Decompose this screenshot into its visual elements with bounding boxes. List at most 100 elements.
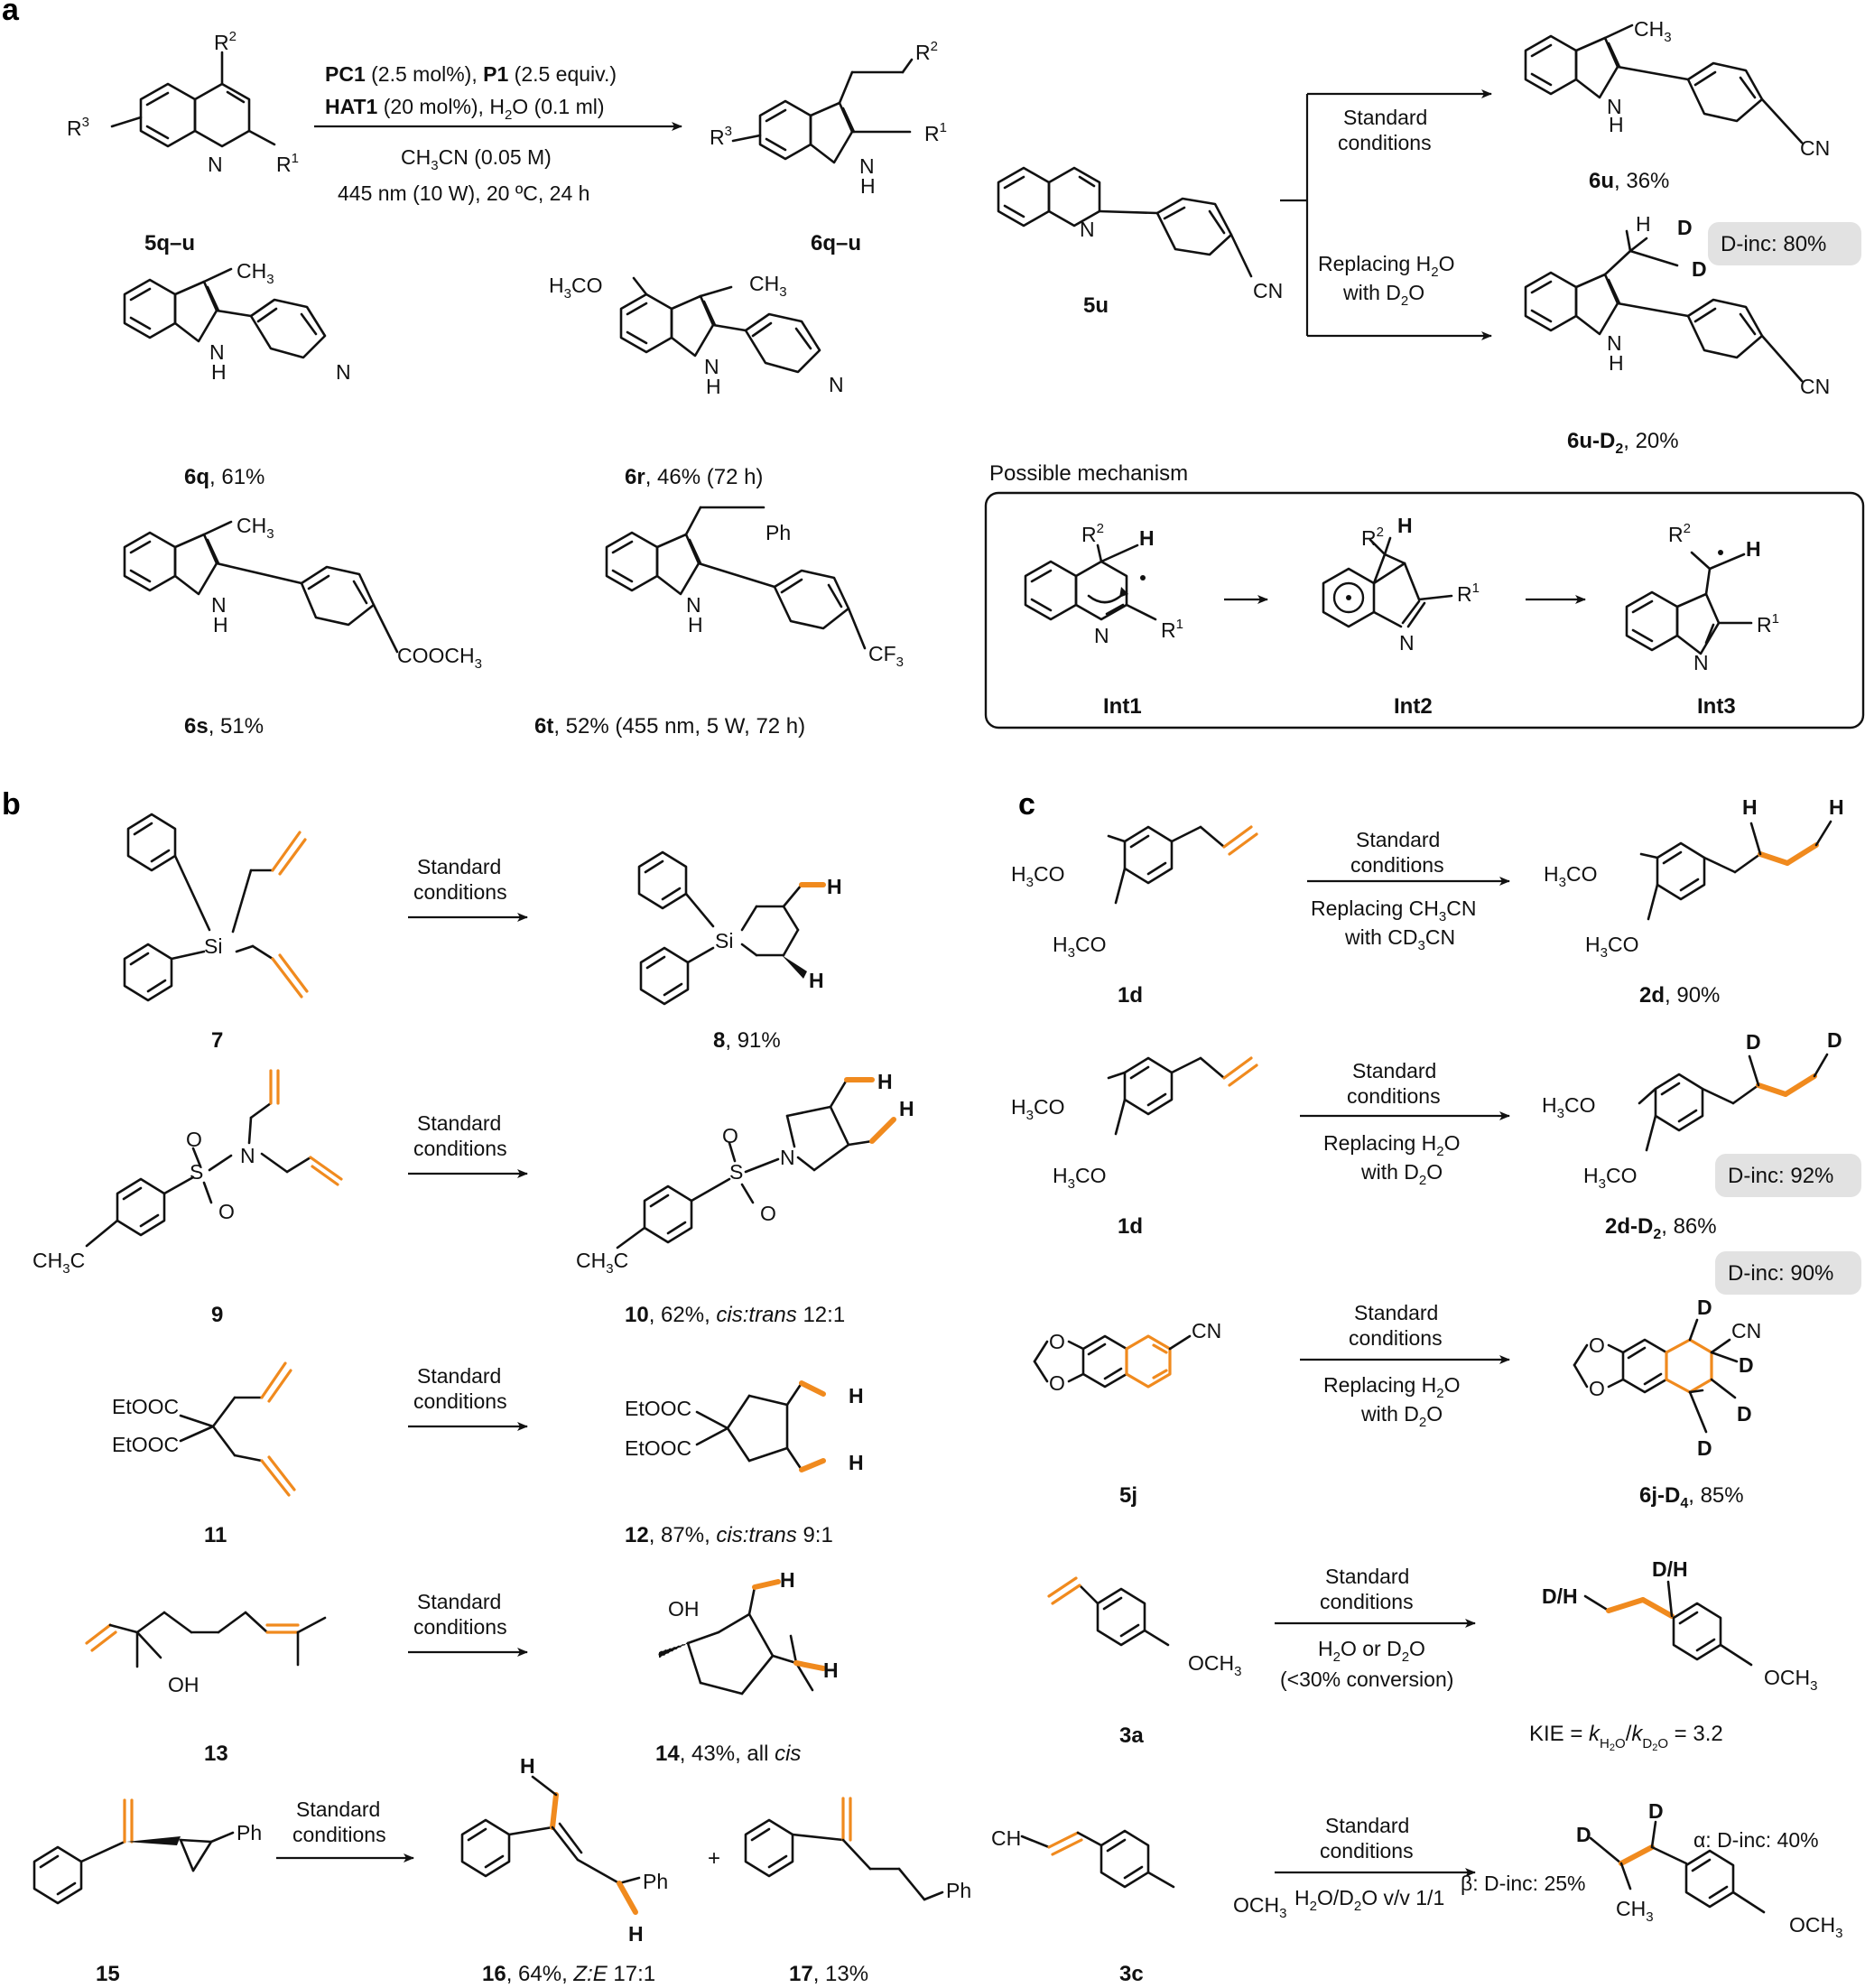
svg-text:H: H <box>1139 526 1155 550</box>
svg-text:with CD3CN: with CD3CN <box>1344 925 1455 953</box>
svg-text:O: O <box>1589 1377 1605 1400</box>
svg-text:Replacing H2O: Replacing H2O <box>1318 252 1455 280</box>
svg-text:H2O or D2O: H2O or D2O <box>1318 1637 1425 1665</box>
label-5q-u: 5q–u <box>144 231 195 255</box>
svg-text:N: N <box>209 340 225 364</box>
svg-text:conditions: conditions <box>1320 1839 1414 1863</box>
svg-text:R2: R2 <box>1361 525 1384 550</box>
label-13: 13 <box>204 1742 228 1766</box>
svg-text:D: D <box>1692 257 1707 281</box>
svg-text:H: H <box>860 174 876 198</box>
svg-text:S: S <box>190 1160 203 1184</box>
compound-5u: N CN <box>997 166 1283 302</box>
label-11: 11 <box>204 1523 227 1547</box>
label-17: 17, 13% <box>789 1962 868 1986</box>
r2-label: R2 <box>214 29 237 54</box>
svg-text:N: N <box>336 360 351 384</box>
svg-text:OH: OH <box>668 1597 700 1621</box>
svg-text:H: H <box>780 1568 795 1592</box>
label-6j-d4: 6j-D4, 85% <box>1639 1483 1744 1511</box>
svg-text:O: O <box>218 1200 235 1223</box>
compound-14: OH H H <box>658 1568 839 1695</box>
label-int1: Int1 <box>1103 694 1142 719</box>
svg-text:CN: CN <box>1731 1319 1761 1342</box>
svg-text:CN: CN <box>1192 1319 1221 1342</box>
svg-text:OCH3: OCH3 <box>1789 1913 1842 1941</box>
svg-text:H: H <box>1829 795 1844 819</box>
svg-text:H: H <box>1746 537 1761 561</box>
svg-text:N: N <box>211 593 227 617</box>
label-6t: 6t, 52% (455 nm, 5 W, 72 h) <box>534 714 805 739</box>
label-1d-a: 1d <box>1118 983 1143 1008</box>
compound-11: EtOOC EtOOC <box>112 1361 296 1497</box>
beta-label: β: D-inc: 25% <box>1461 1872 1586 1895</box>
label-6u: 6u, 36% <box>1589 169 1669 193</box>
label-3a: 3a <box>1119 1723 1144 1748</box>
svg-text:N: N <box>1094 624 1109 647</box>
svg-text:D: D <box>1697 1296 1712 1319</box>
label-12: 12, 87%, cis:trans 9:1 <box>625 1523 833 1547</box>
svg-text:R1: R1 <box>1457 581 1480 606</box>
svg-text:N: N <box>829 373 844 396</box>
svg-text:OCH3: OCH3 <box>1764 1666 1817 1694</box>
compound-6u: CH3 N H CN <box>1524 17 1830 160</box>
mechanism-box <box>984 491 1865 729</box>
svg-text:PC1 (2.5 mol%), P1 (2.5 equiv.: PC1 (2.5 mol%), P1 (2.5 equiv.) <box>325 62 617 86</box>
svg-text:EtOOC: EtOOC <box>625 1397 691 1420</box>
compound-16: H Ph H <box>460 1754 668 1946</box>
svg-text:H3CO: H3CO <box>1542 1093 1595 1121</box>
svg-text:D/H: D/H <box>1542 1584 1578 1608</box>
svg-text:OCH3: OCH3 <box>1188 1651 1241 1679</box>
label-8: 8, 91% <box>713 1028 781 1053</box>
svg-text:H: H <box>520 1754 535 1778</box>
svg-text:O: O <box>186 1128 202 1151</box>
compound-6j-d4: O O D CN D D D <box>1573 1296 1761 1460</box>
svg-text:CH3: CH3 <box>237 259 274 287</box>
label-5u: 5u <box>1083 293 1109 318</box>
svg-text:D: D <box>1697 1436 1712 1460</box>
svg-text:N: N <box>1399 631 1415 655</box>
badge-2d-d2 <box>1715 1154 1861 1197</box>
compound-17: Ph <box>744 1797 971 1902</box>
svg-text:CN: CN <box>1253 279 1283 302</box>
compound-10: O S O N H H CH3C <box>576 1070 914 1277</box>
r3-label: R3 <box>67 115 89 140</box>
svg-text:CN: CN <box>1800 136 1830 160</box>
svg-text:Standard: Standard <box>417 1364 501 1388</box>
svg-text:N: N <box>1607 95 1622 118</box>
svg-text:Replacing CH3CN: Replacing CH3CN <box>1311 896 1476 924</box>
panel-label-a: a <box>2 0 20 27</box>
svg-text:Standard: Standard <box>417 1111 501 1135</box>
svg-text:CH3: CH3 <box>749 272 787 300</box>
compound-6q: CH3 N N H N N <box>123 259 354 385</box>
svg-text:conditions: conditions <box>1350 853 1444 877</box>
badge-6u-d2 <box>1708 222 1861 265</box>
svg-text:H: H <box>1397 514 1413 537</box>
svg-text:O: O <box>1049 1371 1065 1395</box>
svg-text:COOCH3: COOCH3 <box>397 644 482 672</box>
compound-6s: CH3 N H COOCH3 <box>123 514 482 672</box>
svg-text:with D2O: with D2O <box>1342 281 1424 309</box>
svg-text:conditions: conditions <box>413 1389 507 1413</box>
compound-13: OH <box>85 1611 327 1696</box>
label-10: 10, 62%, cis:trans 12:1 <box>625 1303 845 1327</box>
compound-8: Si H H <box>637 850 842 1006</box>
svg-text:CH3C: CH3C <box>32 1249 85 1277</box>
label-6u-d2: 6u-D2, 20% <box>1567 429 1679 457</box>
svg-text:H3CO: H3CO <box>1011 862 1064 890</box>
svg-text:N: N <box>195 344 210 367</box>
label-int2: Int2 <box>1394 694 1433 719</box>
compound-3c: CH OCH3 <box>991 1826 1286 1921</box>
svg-text:R3: R3 <box>710 124 732 149</box>
int2: R2 H N R1 <box>1322 514 1480 655</box>
svg-text:O: O <box>1049 1330 1065 1353</box>
svg-text:D: D <box>1827 1028 1842 1052</box>
svg-text:conditions: conditions <box>413 1137 507 1160</box>
svg-text:N: N <box>1693 651 1709 674</box>
label-14: 14, 43%, all cis <box>655 1742 801 1766</box>
svg-text:R2: R2 <box>1081 521 1104 546</box>
compound-3a-product: D/H D/H OCH3 <box>1542 1557 1817 1694</box>
svg-text:Standard: Standard <box>1352 1059 1436 1082</box>
compound-15: Ph <box>32 1798 262 1905</box>
svg-text:H: H <box>688 613 703 636</box>
